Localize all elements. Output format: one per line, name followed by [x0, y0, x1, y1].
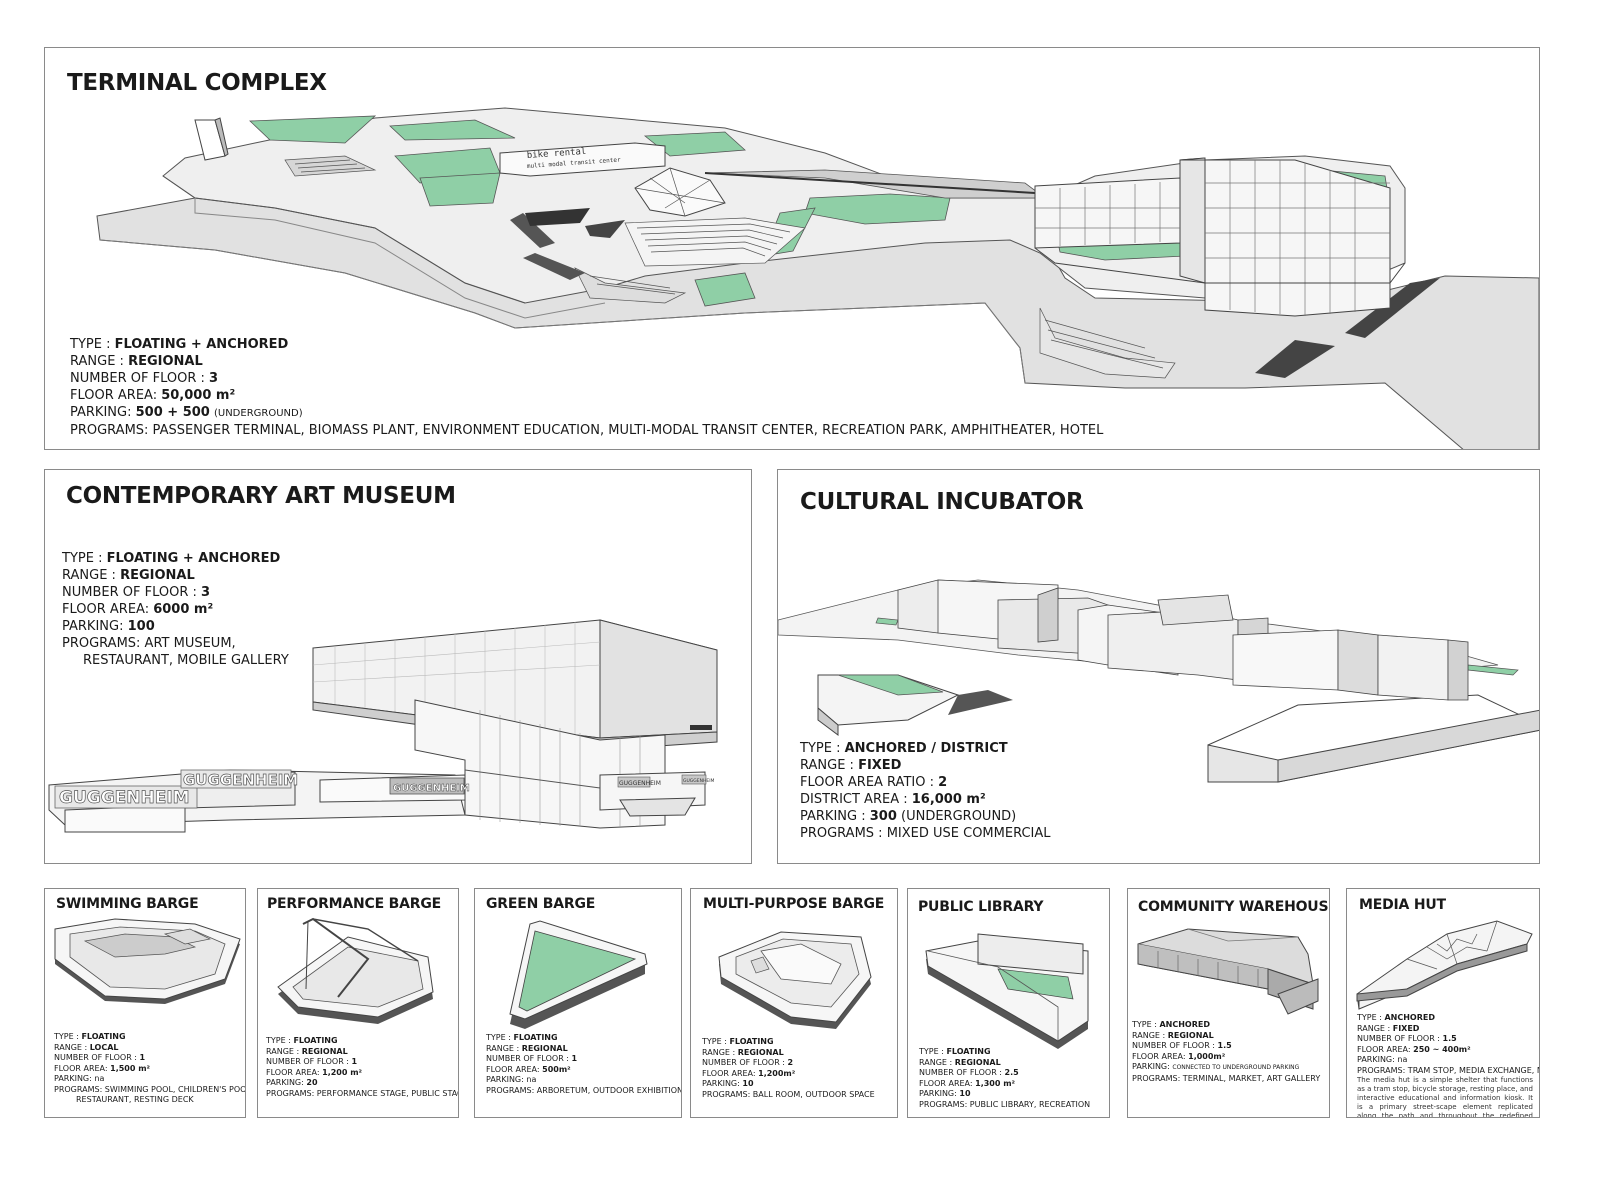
- media-hut-drawing: [1356, 920, 1533, 1010]
- public-library-specs: TYPE : FLOATING RANGE : REGIONAL NUMBER …: [919, 1047, 1091, 1109]
- bike-rental-sign: bike rental: [527, 147, 587, 161]
- media-hut-title: MEDIA HUT: [1359, 897, 1446, 913]
- multi-purpose-barge-panel: MULTI-PURPOSE BARGE TYPE : FLOATING RANG…: [690, 888, 898, 1118]
- media-hut-description: The media hut is a simple shelter that f…: [1357, 1076, 1533, 1118]
- swimming-barge-title: SWIMMING BARGE: [56, 896, 199, 912]
- media-hut-panel: MEDIA HUT TYPE : ANCHORED RANGE : FIXED …: [1346, 888, 1540, 1118]
- performance-barge-drawing: [277, 917, 434, 1024]
- multi-purpose-barge-specs: TYPE : FLOATING RANGE : REGIONAL NUMBER …: [702, 1037, 875, 1099]
- art-museum-title: CONTEMPORARY ART MUSEUM: [66, 483, 456, 509]
- green-barge-specs: TYPE : FLOATING RANGE : REGIONAL NUMBER …: [486, 1033, 682, 1095]
- art-museum-panel: CONTEMPORARY ART MUSEUM TYPE : FLOATING …: [44, 469, 752, 864]
- media-hut-specs: TYPE : ANCHORED RANGE : FIXED NUMBER OF …: [1357, 1013, 1539, 1118]
- terminal-complex-title: TERMINAL COMPLEX: [67, 70, 327, 96]
- terminal-complex-panel: TERMINAL COMPLEX: [44, 47, 1540, 450]
- guggenheim-sign-1: GUGGENHEIM: [59, 788, 190, 808]
- performance-barge-title: PERFORMANCE BARGE: [267, 896, 441, 912]
- public-library-title: PUBLIC LIBRARY: [918, 899, 1044, 915]
- cultural-incubator-drawing: [778, 579, 1539, 783]
- multi-purpose-barge-title: MULTI-PURPOSE BARGE: [703, 896, 885, 912]
- guggenheim-sign-3: GUGGENHEIM: [393, 783, 470, 794]
- swimming-barge-drawing: [54, 918, 241, 1004]
- multi-purpose-barge-drawing: [718, 931, 872, 1029]
- swimming-barge-panel: SWIMMING BARGE TYPE : FLOATING RANGE : L…: [44, 888, 246, 1118]
- terminal-specs: TYPE : FLOATING + ANCHORED RANGE : REGIO…: [70, 337, 1104, 438]
- guggenheim-sign-5: GUGGENHEIM: [683, 778, 715, 784]
- green-barge-title: GREEN BARGE: [486, 896, 596, 912]
- public-library-drawing: [925, 933, 1089, 1049]
- swimming-barge-specs: TYPE : FLOATING RANGE : LOCAL NUMBER OF …: [54, 1032, 246, 1104]
- green-barge-panel: GREEN BARGE TYPE : FLOATING RANGE : REGI…: [474, 888, 682, 1118]
- green-barge-drawing: [509, 920, 648, 1029]
- art-museum-drawing: GUGGENHEIM GUGGENHEIM GUGGENHEIM GUGGENH…: [48, 619, 718, 833]
- community-warehouse-panel: COMMUNITY WAREHOUSE TYPE : ANCHORED RANG…: [1127, 888, 1330, 1118]
- guggenheim-sign-4: GUGGENHEIM: [619, 780, 661, 787]
- performance-barge-specs: TYPE : FLOATING RANGE : REGIONAL NUMBER …: [266, 1036, 459, 1098]
- cultural-incubator-panel: CULTURAL INCUBATOR TY: [777, 469, 1540, 864]
- community-warehouse-drawing: [1137, 928, 1319, 1015]
- community-warehouse-specs: TYPE : ANCHORED RANGE : REGIONAL NUMBER …: [1132, 1020, 1321, 1083]
- cultural-incubator-specs: TYPE : ANCHORED / DISTRICT RANGE : FIXED…: [800, 741, 1051, 841]
- terminal-complex-drawing: bike rental multi modal transit center: [96, 107, 1539, 449]
- public-library-panel: PUBLIC LIBRARY TYPE : FLOATING RANGE : R…: [907, 888, 1110, 1118]
- performance-barge-panel: PERFORMANCE BARGE TYPE : FLOATING RANGE …: [257, 888, 459, 1118]
- community-warehouse-title: COMMUNITY WAREHOUSE: [1138, 899, 1330, 915]
- art-museum-specs: TYPE : FLOATING + ANCHORED RANGE : REGIO…: [62, 551, 289, 668]
- cultural-incubator-title: CULTURAL INCUBATOR: [800, 489, 1084, 515]
- guggenheim-sign-2: GUGGENHEIM: [183, 771, 298, 789]
